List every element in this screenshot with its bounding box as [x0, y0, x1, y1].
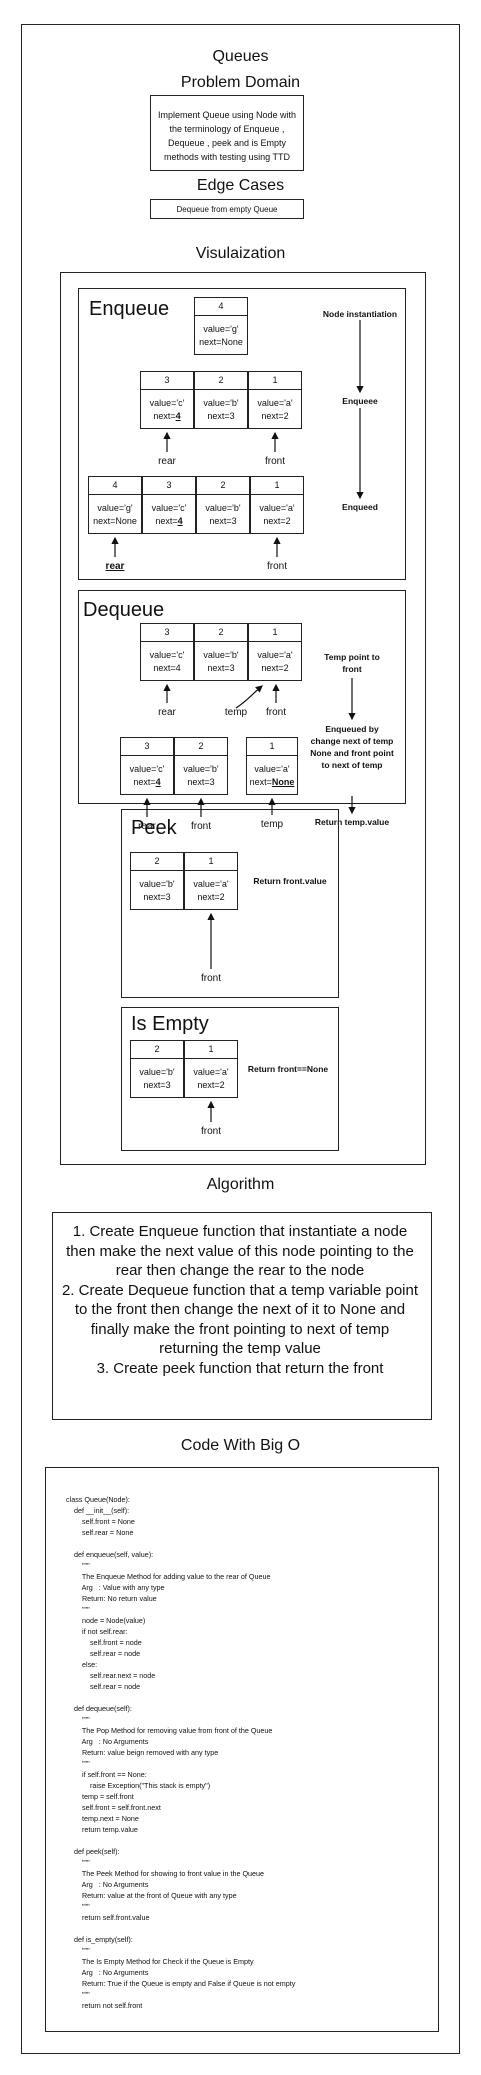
algorithm-step-1: 1. Create Enqueue function that instanti… — [66, 1223, 414, 1279]
is-empty-note: Return front==None — [247, 1064, 329, 1074]
enqueue-front-label-2: front — [266, 561, 287, 572]
dequeue-temp-label-2: temp — [260, 819, 284, 830]
enqueue-r2-node-4: 1 value='a'next=2 — [250, 476, 304, 534]
is-empty-heading: Is Empty — [131, 1013, 209, 1035]
code-title: Code With Big O — [180, 1437, 301, 1454]
dequeue-temp-label-1: temp — [224, 707, 248, 718]
enqueue-note-enqueee: Enqueee — [342, 396, 378, 406]
dequeue-note-change: Enqueued by change next of temp None and… — [310, 724, 394, 770]
dequeue-note-temp: Temp point to front — [324, 652, 380, 674]
enqueue-r2-node-2: 3 value='c'next=4 — [142, 476, 196, 534]
enqueue-r2-node-1: 4 value='g'next=None — [88, 476, 142, 534]
visualization-frame — [60, 272, 426, 1165]
enqueue-r1-node-1: 3 value='c'next=4 — [140, 371, 194, 429]
algorithm-box — [52, 1212, 432, 1420]
peek-node-2: 1 value='a'next=2 — [184, 852, 238, 910]
peek-panel — [121, 809, 339, 998]
enqueue-rear-label-2: rear — [105, 561, 125, 572]
dequeue-temp-node: 1 value='a'next=None — [246, 737, 298, 795]
algorithm-text: 1. Create Enqueue function that instanti… — [60, 1222, 420, 1378]
arrow-dequeue-temp — [235, 685, 263, 709]
dequeue-front-label-2: front — [190, 821, 211, 832]
dequeue-rear-label-2: rear — [138, 821, 156, 832]
dequeue-r1-node-3: 1 value='a'next=2 — [248, 623, 302, 681]
algorithm-step-3: 3. Create peek function that return the … — [96, 1359, 384, 1377]
edge-cases-box: Dequeue from empty Queue — [150, 199, 304, 219]
peek-node-1: 2 value='b'next=3 — [130, 852, 184, 910]
dequeue-r2-node-1: 3 value='c'next=4 — [120, 737, 174, 795]
problem-domain-box: Implement Queue using Node with the term… — [150, 95, 304, 171]
dequeue-front-label-1: front — [265, 707, 286, 718]
main-title: Queues — [212, 48, 269, 65]
code-block: class Queue(Node): def __init__(self): s… — [66, 1495, 296, 2010]
enqueue-rear-label-1: rear — [158, 456, 176, 467]
enqueue-panel — [78, 288, 406, 580]
enqueue-r2-node-3: 2 value='b'next=3 — [196, 476, 250, 534]
is-empty-panel — [121, 1007, 339, 1151]
code-box — [45, 1467, 439, 2032]
dequeue-heading: Dequeue — [83, 599, 165, 621]
dequeue-note-return: Return temp.value — [314, 817, 390, 827]
problem-domain-text: Implement Queue using Node with the term… — [157, 110, 297, 162]
dequeue-rear-label-1: rear — [158, 707, 176, 718]
peek-front-label: front — [200, 973, 221, 984]
is-empty-node-2: 1 value='a'next=2 — [184, 1040, 238, 1098]
outer-frame — [21, 24, 460, 2054]
enqueue-note-instantiation: Node instantiation — [322, 309, 398, 319]
enqueue-r1-node-3: 1 value='a'next=2 — [248, 371, 302, 429]
enqueue-front-label-1: front — [264, 456, 285, 467]
enqueue-r1-node-2: 2 value='b'next=3 — [194, 371, 248, 429]
enqueue-note-enqueed: Enqueed — [342, 502, 378, 512]
is-empty-node-1: 2 value='b'next=3 — [130, 1040, 184, 1098]
problem-domain-title: Problem Domain — [180, 74, 301, 91]
edge-cases-title: Edge Cases — [196, 177, 285, 194]
dequeue-panel — [78, 590, 406, 804]
visualization-title: Visulaization — [195, 245, 286, 262]
peek-note: Return front.value — [253, 876, 327, 886]
peek-heading: Peek — [131, 817, 177, 839]
is-empty-front-label: front — [200, 1126, 221, 1137]
dequeue-r1-node-2: 2 value='b'next=3 — [194, 623, 248, 681]
dequeue-r2-node-2: 2 value='b'next=3 — [174, 737, 228, 795]
enqueue-heading: Enqueue — [89, 298, 170, 320]
enqueue-new-node: 4 value='g'next=None — [194, 297, 248, 355]
edge-cases-text: Dequeue from empty Queue — [176, 205, 278, 214]
algorithm-title: Algorithm — [206, 1176, 275, 1193]
dequeue-r1-node-1: 3 value='c'next=4 — [140, 623, 194, 681]
algorithm-step-2: 2. Create Dequeue function that a temp v… — [61, 1281, 419, 1358]
